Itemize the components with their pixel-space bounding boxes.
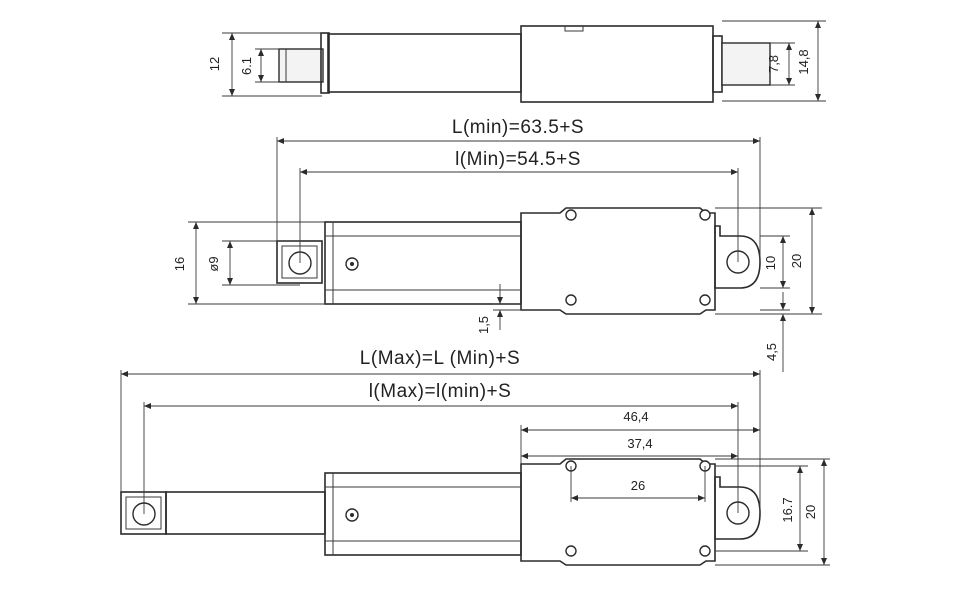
dim-14-8-label: 14,8 xyxy=(796,49,811,74)
dim-37-4-label: 37,4 xyxy=(627,436,652,451)
top-end-cap xyxy=(712,35,723,93)
dim-26-label: 26 xyxy=(631,478,645,493)
L-min-formula: L(min)=63.5+S xyxy=(452,117,584,138)
bottom-view: L(Max)=L (Min)+S l(Max)=l(min)+S 46,4 37… xyxy=(120,348,830,566)
dim-1-5-label: 1,5 xyxy=(476,316,491,334)
top-tube xyxy=(327,33,522,93)
dim-6-1-label: 6.1 xyxy=(239,57,254,75)
top-motor-shaft xyxy=(721,42,771,86)
bottom-gearbox xyxy=(520,458,716,566)
top-collar xyxy=(320,32,330,94)
middle-gearbox xyxy=(520,207,716,315)
dim-16-7-label: 16.7 xyxy=(780,497,795,522)
middle-view: L(min)=63.5+S l(Min)=54.5+S 16 ø9 1,5 10… xyxy=(172,117,822,372)
top-gearbox xyxy=(520,25,714,103)
l-max-formula: l(Max)=l(min)+S xyxy=(369,381,512,402)
top-view: 12 6.1 7,8 14,8 xyxy=(207,20,826,103)
l-min-formula: l(Min)=54.5+S xyxy=(455,149,581,170)
L-max-formula: L(Max)=L (Min)+S xyxy=(360,348,520,369)
dim-4-5-label: 4,5 xyxy=(764,343,779,361)
dim-phi9-label: ø9 xyxy=(206,256,221,271)
dim-16-label: 16 xyxy=(172,257,187,271)
bottom-rod xyxy=(165,491,326,535)
dim-10-label: 10 xyxy=(763,256,778,270)
dim-12-label: 12 xyxy=(207,57,222,71)
dim-20-middle-label: 20 xyxy=(789,254,804,268)
dim-46-4-label: 46,4 xyxy=(623,409,648,424)
dim-20-bottom-label: 20 xyxy=(803,505,818,519)
dim-7-8-label: 7,8 xyxy=(766,55,781,73)
